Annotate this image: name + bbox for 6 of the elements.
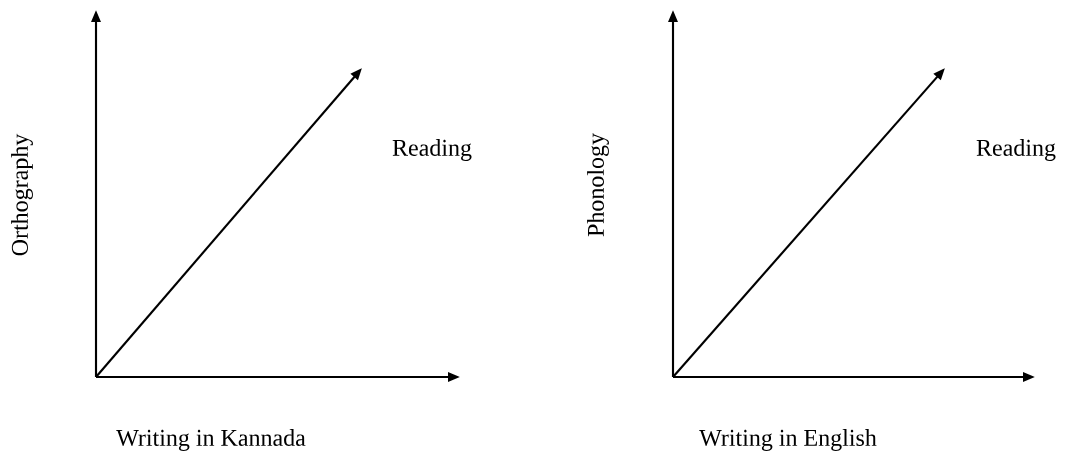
axis-label: Orthography — [11, 133, 33, 256]
axis-label: Writing in Kannada — [116, 429, 306, 451]
curve-label: Reading — [976, 139, 1056, 161]
curve-label: Reading — [392, 139, 472, 161]
axis-label: Writing in English — [699, 429, 877, 451]
axis-label: Phonology — [587, 133, 609, 237]
